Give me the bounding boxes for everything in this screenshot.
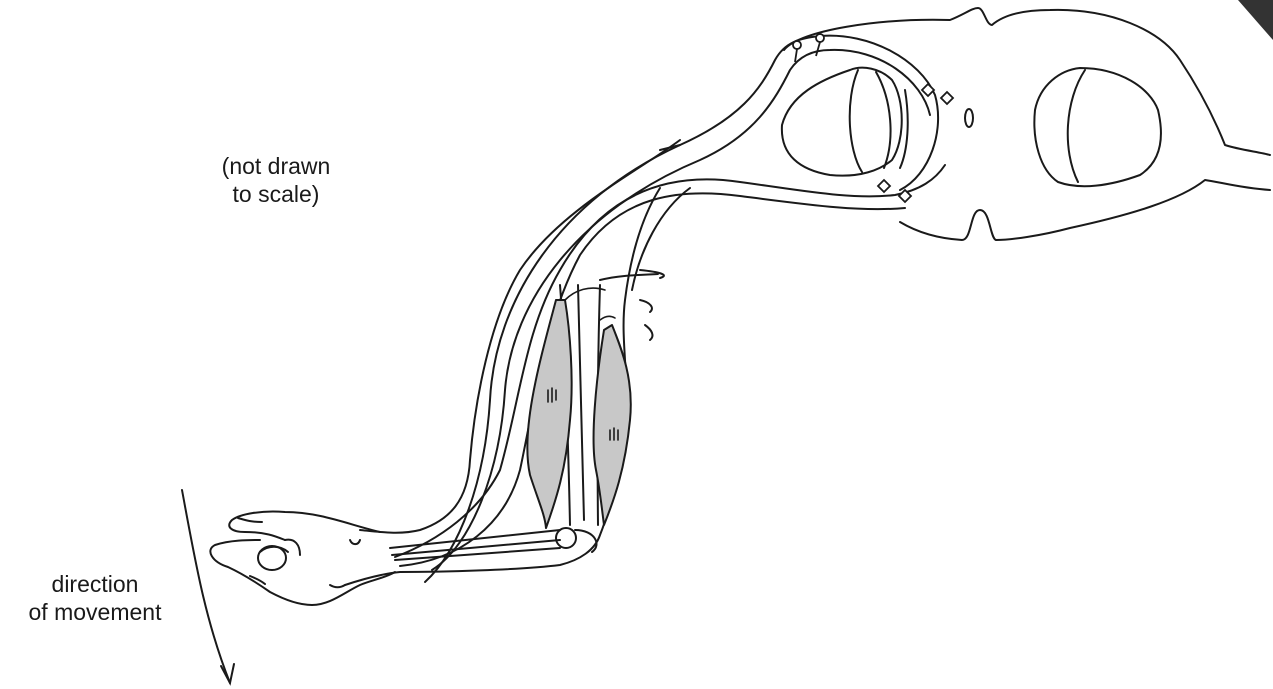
scale-note-line2: to scale) [196,180,356,208]
spinal-cord [782,8,1270,240]
scale-note-line1: (not drawn [196,152,356,180]
scale-note: (not drawn to scale) [196,152,356,208]
hand [210,511,395,605]
ganglion-symbols [793,34,953,202]
movement-line1: direction [0,570,190,598]
movement-line2: of movement [0,598,190,626]
central-canal [965,109,973,127]
direction-of-movement-label: direction of movement [0,570,190,626]
arm-outline [345,140,680,585]
nerve-fibres [395,36,945,582]
page-corner-shadow [1238,0,1273,40]
